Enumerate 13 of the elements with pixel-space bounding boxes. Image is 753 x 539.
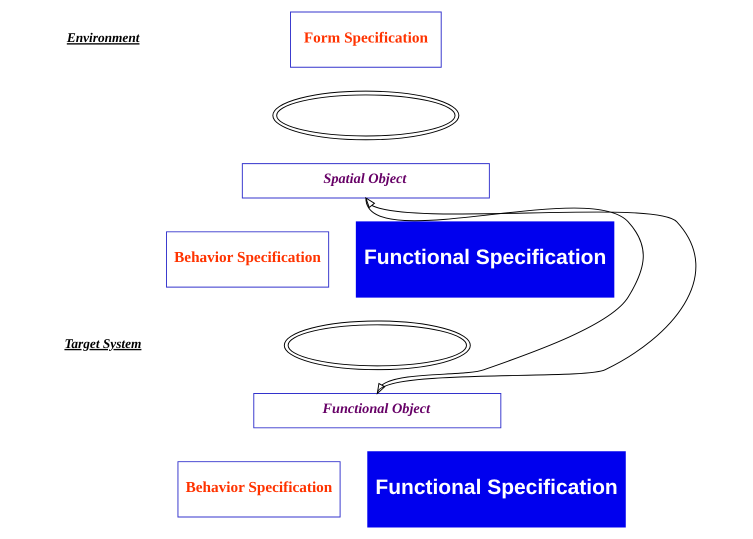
node-ellipse [284, 320, 471, 370]
label: Environment [66, 30, 140, 46]
node-box: Behavior Specification [177, 461, 341, 518]
node-box: Form Specification [290, 11, 442, 68]
node-box: Functional Specification [367, 451, 626, 528]
node-box: Spatial Object [242, 163, 490, 198]
node-box: Behavior Specification [166, 231, 330, 288]
node-box: Functional Specification [356, 221, 614, 298]
node-box: Functional Object [253, 393, 502, 428]
label: Target System [64, 336, 142, 351]
node-ellipse [272, 90, 460, 140]
arrow [364, 196, 696, 394]
arrow [365, 197, 644, 395]
